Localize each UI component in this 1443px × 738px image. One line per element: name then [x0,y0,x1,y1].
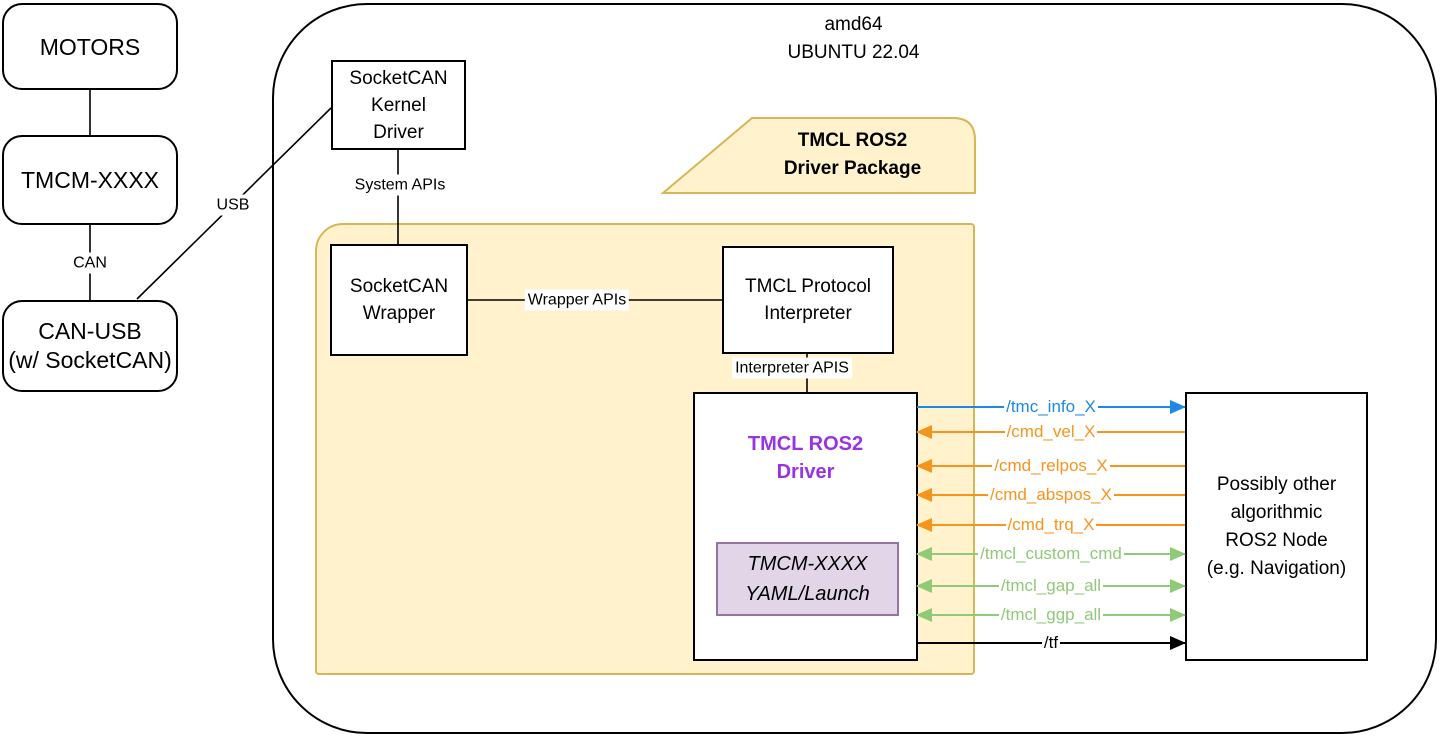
host-platform-label: amd64 UBUNTU 22.04 [700,11,1007,67]
yaml-line: YAML/Launch [745,583,870,605]
tab-line: TMCL ROS2 [797,130,908,151]
tmcl-protocol-interpreter-node: TMCL Protocol Interpreter [722,246,894,354]
interpreter-line: Interpreter [764,303,852,324]
driver-package-tab-shape [660,117,976,194]
motors-label: MOTORS [39,33,141,60]
wrapper-line: Wrapper [362,303,436,324]
host-container-box [272,3,1437,734]
kernel-driver-line: SocketCAN [349,67,448,89]
kernel-driver-line: Kernel [371,94,426,116]
can-link-label: CAN [70,252,110,274]
yaml-line: TMCM-XXXX [747,553,868,575]
yaml-launch-node: TMCM-XXXX YAML/Launch [716,542,899,616]
wrapper-line: SocketCAN [349,276,449,297]
host-platform-line: UBUNTU 22.04 [787,42,920,63]
driver-title: TMCL ROS2 Driver [695,430,916,486]
driver-title-line: TMCL ROS2 [747,433,864,455]
controller-label: TMCM-XXXX [21,167,159,193]
tab-line: Driver Package [783,158,922,179]
driver-title-line: Driver [776,461,835,483]
driver-package-tab-label: TMCL ROS2 Driver Package [740,127,965,183]
canusb-node: CAN-USB (w/ SocketCAN) [2,300,178,392]
wrapper-apis-label: Wrapper APIs [524,289,630,311]
interpreter-line: TMCL Protocol [745,276,871,297]
interpreter-apis-label: Interpreter APIS [732,357,852,379]
external-node-line: ROS2 Node [1225,529,1328,551]
external-node-line: Possibly other [1216,473,1337,495]
canusb-label-line: CAN-USB [38,318,142,344]
controller-node: TMCM-XXXX [2,135,178,225]
canusb-label-line: (w/ SocketCAN) [8,347,172,373]
motors-node: MOTORS [2,3,178,90]
external-node-line: algorithmic [1230,501,1323,523]
kernel-driver-line: Driver [373,121,424,143]
system-apis-label: System APIs [351,174,449,196]
usb-link-label: USB [213,194,253,216]
socketcan-wrapper-node: SocketCAN Wrapper [330,244,468,356]
external-ros2-node: Possibly other algorithmic ROS2 Node (e.… [1185,392,1368,661]
tmcl-ros2-driver-node: TMCL ROS2 Driver TMCM-XXXX YAML/Launch [693,392,918,661]
external-node-line: (e.g. Navigation) [1206,557,1347,579]
socketcan-kernel-driver-node: SocketCAN Kernel Driver [331,60,466,150]
host-platform-line: amd64 [824,14,883,35]
